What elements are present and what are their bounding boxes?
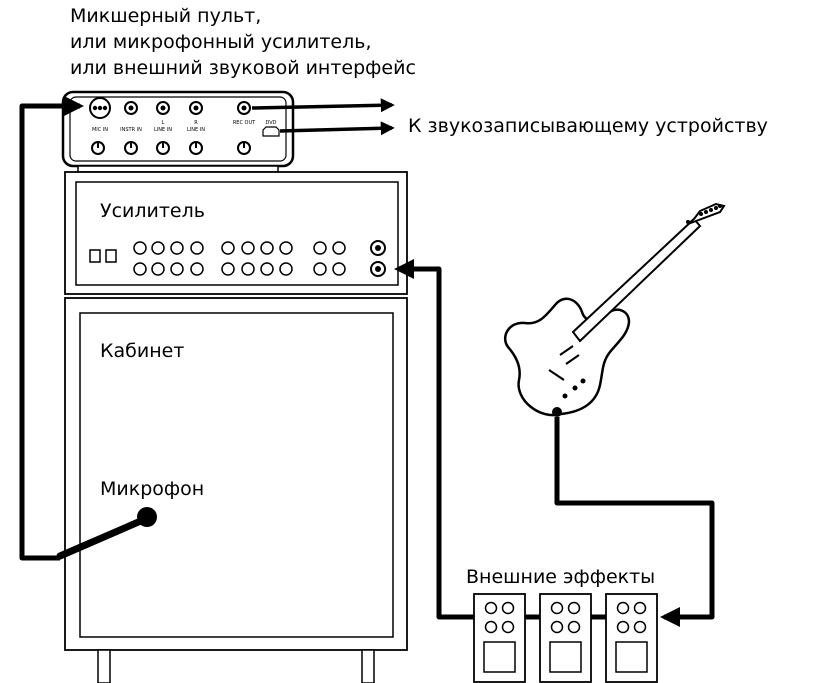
- cabinet-label: Кабинет: [100, 340, 184, 362]
- rec-out-arrow: [251, 98, 395, 113]
- tuning-pegs: [686, 204, 722, 224]
- line-in-l-top-label: L: [162, 120, 165, 126]
- mixer-caption-line3: или внешний звуковой интерфейс: [70, 57, 416, 79]
- effects-label: Внешние эффекты: [466, 566, 655, 588]
- microphone-label: Микрофон: [100, 478, 204, 500]
- mic-in-label: MIC IN: [92, 127, 108, 133]
- mixer-panel: [69, 96, 287, 162]
- dvd-out-arrow: [279, 121, 395, 136]
- electric-guitar: [503, 202, 726, 417]
- line-in-l-label: LINE IN: [154, 127, 172, 133]
- guitar-neck: [571, 217, 702, 343]
- cabinet-inner: [79, 312, 394, 638]
- mixer-caption: Микшерный пульт, или микрофонный усилите…: [70, 5, 416, 79]
- cabinet-outer: [64, 297, 408, 651]
- effects-to-amp-cable: [394, 259, 474, 620]
- microphone-head: [137, 507, 157, 527]
- rec-out-label: REC OUT: [233, 120, 256, 126]
- instr-in-jack: [124, 101, 138, 115]
- rec-out-jack: [237, 101, 251, 115]
- mixer-caption-line2: или микрофонный усилитель,: [70, 31, 372, 53]
- amp-input-jack-1: [370, 240, 386, 256]
- guitar-knobs: [562, 378, 586, 399]
- line-in-r-label: LINE IN: [187, 127, 205, 133]
- amplifier-head: Усилитель: [64, 171, 408, 295]
- mixer-knob-5: [237, 141, 251, 155]
- amplifier-label: Усилитель: [100, 200, 205, 222]
- effects-pedal-1: [473, 593, 526, 683]
- guitar-body: [503, 297, 631, 417]
- mixer-knob-2: [124, 141, 138, 155]
- standby-switch: [105, 249, 117, 263]
- line-in-l-jack: [156, 101, 170, 115]
- guitar-pickups: [548, 345, 580, 381]
- mic-in-jack: [89, 97, 111, 119]
- line-in-r-top-label: R: [194, 120, 198, 126]
- amplifier-outer: [64, 171, 408, 295]
- cabinet-leg-left: [97, 649, 111, 683]
- microphone: [56, 507, 157, 560]
- dvd-port: [262, 126, 280, 137]
- guitar-cable: [554, 417, 715, 627]
- power-switch: [89, 249, 101, 263]
- effects-pedal-3: [605, 593, 658, 683]
- mixer-knob-3: [156, 141, 170, 155]
- effects-pedal-2: [539, 593, 592, 683]
- mixer-knob-4: [189, 141, 203, 155]
- recorder-label: К звукозаписывающему устройству: [408, 115, 768, 137]
- amp-input-jack-2: [370, 261, 386, 277]
- amplifier-inner: [75, 181, 399, 286]
- mixer-unit: MIC IN INSTR IN L LINE IN R LINE IN REC …: [61, 90, 295, 173]
- dvd-label: DVD: [265, 120, 276, 126]
- speaker-cabinet: Кабинет Микрофон: [64, 297, 408, 683]
- guitar-output-jack: [552, 407, 562, 417]
- mic-cable: [19, 96, 84, 561]
- amp-knob-rows: [133, 241, 346, 276]
- line-in-r-jack: [189, 101, 203, 115]
- instr-in-label: INSTR IN: [120, 127, 142, 133]
- mixer-knob-1: [91, 141, 105, 155]
- microphone-body: [56, 516, 147, 560]
- mixer-caption-line1: Микшерный пульт,: [70, 5, 261, 27]
- cabinet-leg-right: [361, 649, 375, 683]
